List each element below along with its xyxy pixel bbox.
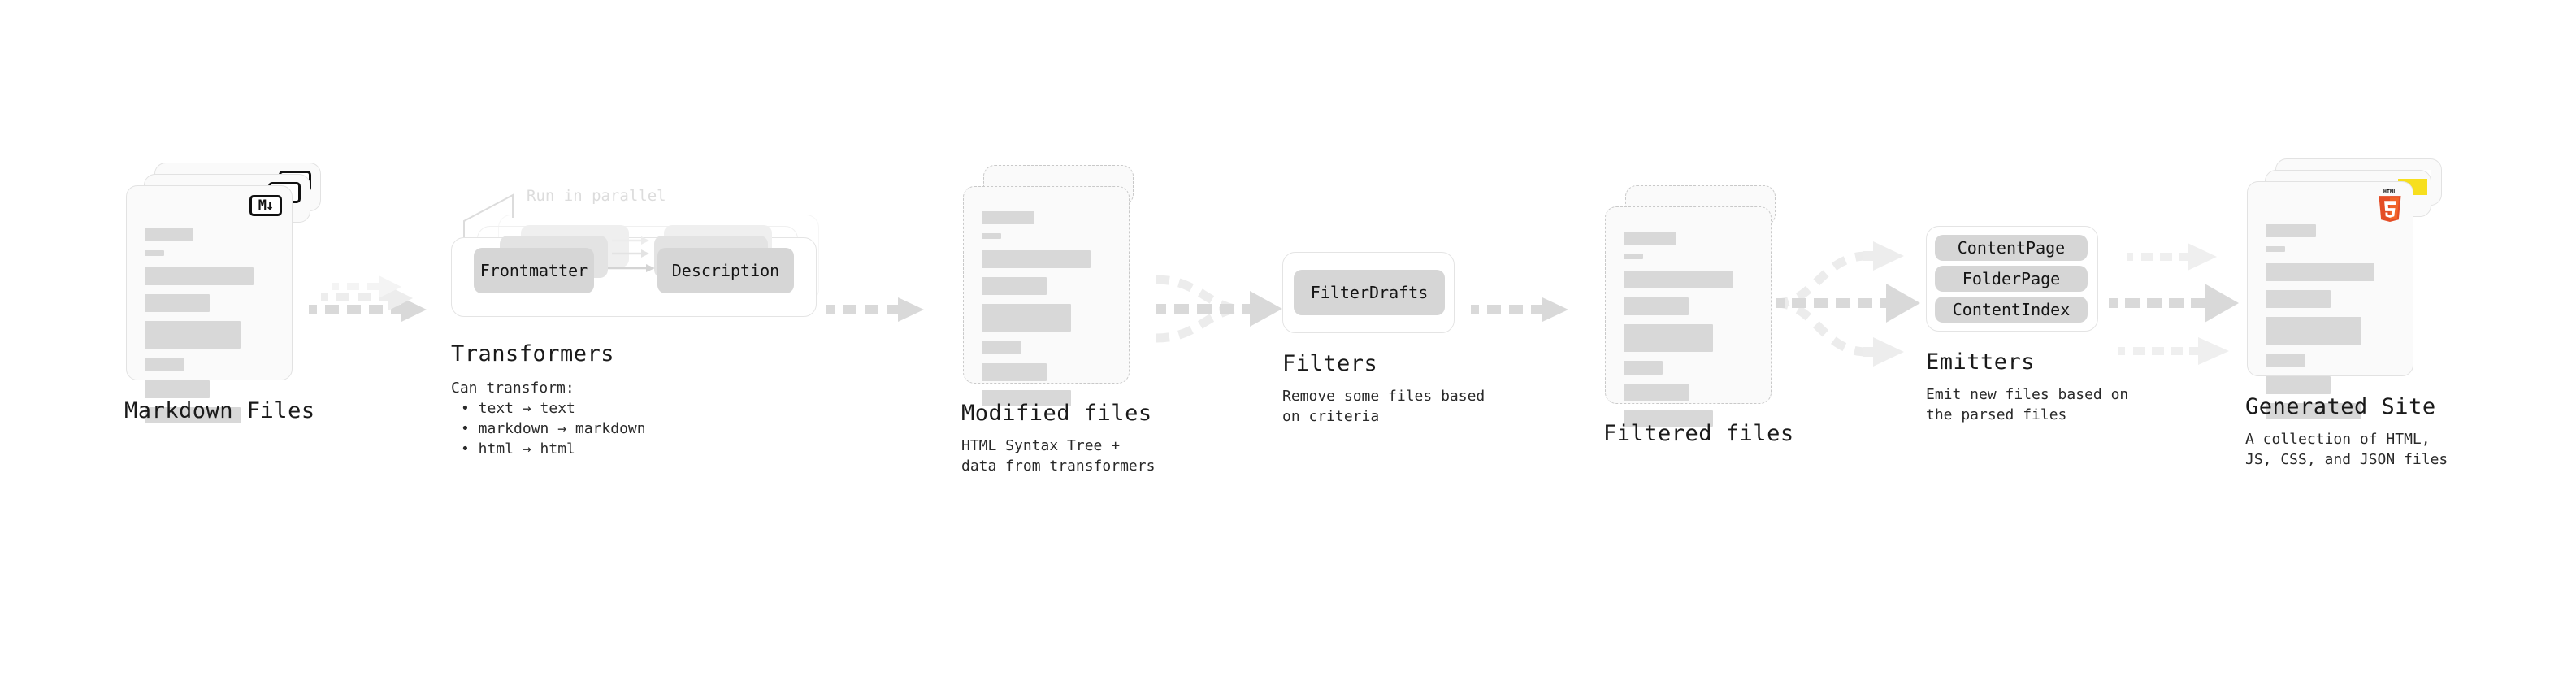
run-in-parallel-label: Run in parallel (527, 187, 666, 205)
emitters-subtitle-1: Emit new files based on (1926, 386, 2129, 403)
stage-transformers: Run in parallel Frontmatter Description … (451, 187, 857, 536)
markdown-icon-front: M↓ (249, 195, 282, 216)
transformer-pill-description[interactable]: Description (657, 248, 794, 293)
filters-title: Filters (1282, 351, 1378, 376)
transformers-bullet-3: • html → html (461, 440, 575, 458)
transformers-bullet-1: • text → text (461, 400, 575, 417)
stage-filters: FilterDrafts Filters Remove some files b… (1282, 252, 1567, 496)
transformer-inner-arrows (608, 236, 655, 272)
modified-card-front (963, 186, 1130, 406)
filtered-card-content (1624, 232, 1753, 436)
stage-markdown-files: M↓ M↓ M↓ Markdown Files (124, 163, 337, 488)
filter-pill-filterdrafts[interactable]: FilterDrafts (1294, 270, 1445, 315)
transformer-pill-frontmatter[interactable]: Frontmatter (474, 248, 594, 293)
markdown-card-content (145, 228, 274, 432)
run-in-parallel-bracket (463, 193, 514, 247)
html5-icon: HTML (2379, 189, 2401, 222)
emitter-pill-contentpage[interactable]: ContentPage (1935, 235, 2088, 261)
markdown-files-title: Markdown Files (124, 398, 315, 423)
filters-subtitle-2: on criteria (1282, 408, 1380, 425)
stage-modified-files: Modified files HTML Syntax Tree + data f… (961, 165, 1174, 490)
transformers-title: Transformers (451, 341, 615, 367)
emitter-pill-contentindex[interactable]: ContentIndex (1935, 297, 2088, 323)
modified-files-subtitle-1: HTML Syntax Tree + (961, 437, 1121, 454)
transformers-bullet-2: • markdown → markdown (461, 420, 646, 437)
stage-filtered-files: Filtered files (1603, 185, 1816, 510)
emitters-title: Emitters (1926, 349, 2036, 375)
stage-emitters: ContentPage FolderPage ContentIndex Emit… (1926, 226, 2235, 486)
generated-site-subtitle-1: A collection of HTML, (2245, 431, 2431, 448)
modified-files-title: Modified files (961, 401, 1152, 426)
markdown-card-front: M↓ (126, 185, 293, 423)
modified-card-content (982, 211, 1111, 415)
filters-subtitle-1: Remove some files based (1282, 388, 1485, 405)
emitters-subtitle-2: the parsed files (1926, 406, 2067, 423)
arrow-emitters-to-generated (2109, 243, 2239, 365)
arrow-filtered-to-emitters-branch (1775, 241, 1920, 367)
filtered-files-title: Filtered files (1603, 421, 1794, 446)
svg-text:HTML: HTML (2383, 189, 2396, 195)
arrow-transformers-to-modified (826, 297, 924, 322)
transformers-subtitle: Can transform: (451, 380, 575, 397)
modified-files-subtitle-2: data from transformers (961, 458, 1156, 475)
emitter-pill-folderpage[interactable]: FolderPage (1935, 266, 2088, 292)
filtered-card-front (1605, 206, 1772, 427)
generated-card-content (2266, 224, 2395, 428)
arrow-modified-to-filters-merge (1155, 275, 1282, 343)
generated-card-front: HTML (2247, 181, 2413, 419)
generated-site-subtitle-2: JS, CSS, and JSON files (2245, 451, 2448, 468)
generated-site-title: Generated Site (2245, 394, 2436, 419)
stage-generated-site: CSS HTML Generated Site A collecti (2245, 158, 2491, 500)
arrow-markdown-to-transformers (309, 275, 427, 322)
arrow-filters-to-filtered (1471, 297, 1568, 322)
